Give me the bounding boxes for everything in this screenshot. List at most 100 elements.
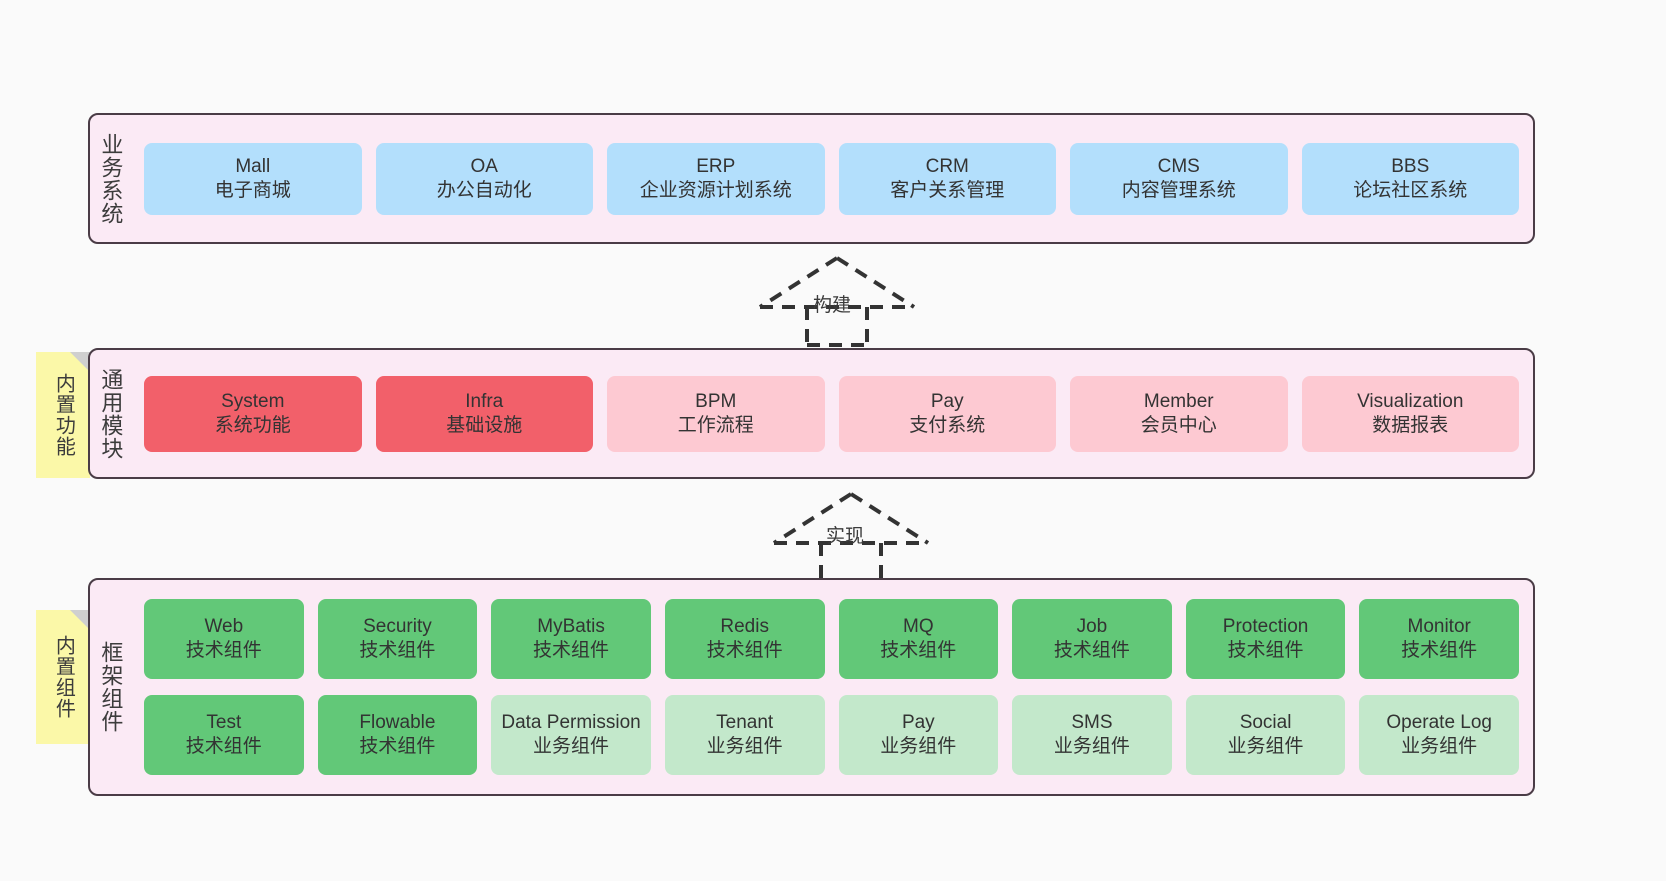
layer-business-system-body: Mall 电子商城 OA 办公自动化 ERP 企业资源计划系统 CRM 客户关系… [130,115,1533,242]
card-sms[interactable]: SMS 业务组件 [1012,695,1172,775]
card-title-cn: 业务组件 [1053,736,1130,757]
card-title-en: Test [206,712,242,734]
card-cms[interactable]: CMS 内容管理系统 [1070,142,1288,215]
layer-common-module: 通用模块 System 系统功能 Infra 基础设施 BPM 工作流程 Pay… [88,348,1535,479]
card-monitor[interactable]: Monitor 技术组件 [1359,599,1519,679]
card-title-cn: 技术组件 [185,640,262,661]
card-flowable[interactable]: Flowable 技术组件 [317,695,478,775]
card-system[interactable]: System 系统功能 [144,375,362,452]
card-infra[interactable]: Infra 基础设施 [375,375,593,452]
card-mall[interactable]: Mall 电子商城 [144,142,362,215]
card-mq[interactable]: MQ 技术组件 [838,599,999,679]
card-title-en: Pay [930,390,964,412]
layer-common-module-body: System 系统功能 Infra 基础设施 BPM 工作流程 Pay 支付系统… [130,350,1533,477]
card-title-cn: 业务组件 [533,736,610,757]
card-title-cn: 论坛社区系统 [1353,179,1468,201]
card-title-en: CMS [1157,155,1200,177]
card-protection[interactable]: Protection 技术组件 [1185,599,1346,679]
card-member[interactable]: Member 会员中心 [1070,375,1288,452]
card-title-en: MyBatis [537,616,605,638]
card-bbs[interactable]: BBS 论坛社区系统 [1301,142,1519,215]
card-title-en: Data Permission [501,712,641,734]
card-tenant[interactable]: Tenant 业务组件 [664,695,825,775]
card-erp[interactable]: ERP 企业资源计划系统 [607,142,825,215]
card-title-en: Pay [901,712,935,734]
card-title-en: Web [204,616,244,638]
card-title-cn: 会员中心 [1140,414,1217,436]
card-title-cn: 电子商城 [214,179,291,201]
card-title-en: Social [1239,712,1292,734]
layer-business-system: 业务系统 Mall 电子商城 OA 办公自动化 ERP 企业资源计划系统 CRM… [88,113,1535,244]
card-title-cn: 工作流程 [677,414,754,436]
card-title-en: Member [1143,390,1214,412]
card-operate-log[interactable]: Operate Log 业务组件 [1359,695,1519,775]
card-data-permission[interactable]: Data Permission 业务组件 [491,695,651,775]
card-title-en: Visualization [1357,390,1464,412]
card-title-en: Protection [1222,616,1309,638]
card-title-en: OA [470,155,498,177]
card-row: Test 技术组件 Flowable 技术组件 Data Permission … [144,695,1519,775]
card-title-cn: 基础设施 [446,414,523,436]
card-crm[interactable]: CRM 客户关系管理 [838,142,1056,215]
card-title-cn: 内容管理系统 [1121,179,1236,201]
card-title-cn: 业务组件 [706,736,783,757]
card-title-cn: 办公自动化 [436,179,532,201]
card-title-cn: 客户关系管理 [890,179,1005,201]
connector-label-implement: 实现 [826,526,865,547]
card-title-cn: 系统功能 [214,414,291,436]
sticky-note-builtin-components: 内置组件 [36,610,90,744]
card-title-en: Operate Log [1386,712,1492,734]
card-security[interactable]: Security 技术组件 [317,599,478,679]
card-title-cn: 业务组件 [1227,736,1304,757]
sticky-note-builtin-features: 内置功能 [36,352,90,478]
card-title-cn: 业务组件 [1401,736,1478,757]
card-title-cn: 技术组件 [880,640,957,661]
card-title-cn: 业务组件 [880,736,957,757]
card-title-cn: 技术组件 [533,640,610,661]
card-oa[interactable]: OA 办公自动化 [375,142,593,215]
layer-common-module-label: 通用模块 [98,367,124,460]
card-test[interactable]: Test 技术组件 [144,695,304,775]
card-mybatis[interactable]: MyBatis 技术组件 [491,599,651,679]
card-redis[interactable]: Redis 技术组件 [664,599,825,679]
card-title-en: System [221,390,285,412]
card-web[interactable]: Web 技术组件 [144,599,304,679]
card-title-en: Redis [720,616,769,638]
card-title-cn: 支付系统 [909,414,986,436]
card-row: Web 技术组件 Security 技术组件 MyBatis 技术组件 Redi… [144,599,1519,679]
card-title-en: CRM [925,155,969,177]
card-title-cn: 技术组件 [706,640,783,661]
card-title-cn: 技术组件 [185,736,262,757]
layer-framework-component-body: Web 技术组件 Security 技术组件 MyBatis 技术组件 Redi… [130,580,1533,794]
card-social[interactable]: Social 业务组件 [1185,695,1346,775]
card-title-en: Job [1076,616,1108,638]
card-title-en: BBS [1391,155,1430,177]
layer-framework-component-label: 框架组件 [98,641,124,733]
card-title-en: Tenant [716,712,774,734]
card-row: System 系统功能 Infra 基础设施 BPM 工作流程 Pay 支付系统… [144,375,1519,452]
card-title-cn: 技术组件 [1053,640,1130,661]
connector-label-build: 构建 [813,295,852,316]
card-title-cn: 技术组件 [1227,640,1304,661]
card-pay[interactable]: Pay 支付系统 [838,375,1056,452]
card-title-en: Mall [235,155,271,177]
card-pay-business[interactable]: Pay 业务组件 [838,695,999,775]
card-title-en: SMS [1071,712,1113,734]
card-title-en: BPM [695,390,737,412]
layer-business-system-label: 业务系统 [98,132,124,225]
card-title-en: MQ [903,616,934,638]
card-title-en: Flowable [359,712,436,734]
card-title-en: ERP [696,155,736,177]
card-visualization[interactable]: Visualization 数据报表 [1301,375,1519,452]
card-bpm[interactable]: BPM 工作流程 [607,375,825,452]
layer-framework-component: 框架组件 Web 技术组件 Security 技术组件 MyBatis 技术组件… [88,578,1535,796]
card-row: Mall 电子商城 OA 办公自动化 ERP 企业资源计划系统 CRM 客户关系… [144,142,1519,215]
card-title-cn: 数据报表 [1372,414,1449,436]
card-title-en: Infra [465,390,504,412]
card-title-cn: 技术组件 [1401,640,1478,661]
card-title-cn: 技术组件 [359,736,436,757]
card-title-en: Monitor [1407,616,1471,638]
card-job[interactable]: Job 技术组件 [1012,599,1172,679]
card-title-cn: 企业资源计划系统 [639,179,792,201]
